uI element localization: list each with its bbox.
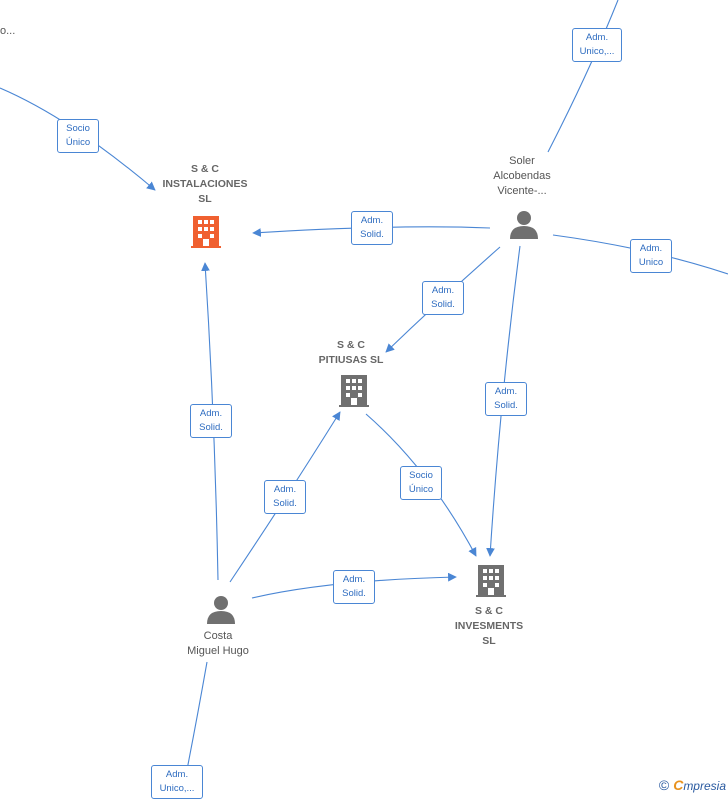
edge-label-costa-bottom[interactable]: Adm. Unico,... (151, 765, 203, 799)
edge-label-line: Socio (66, 123, 90, 134)
edge-label-soler-pitiusas[interactable]: Adm. Solid. (422, 281, 464, 315)
truncated-node-label: o... (0, 25, 16, 37)
edge-label-soler-instalaciones[interactable]: Adm. Solid. (351, 211, 393, 245)
edge-label-line: Socio (409, 470, 433, 481)
edge-label-line: Solid. (199, 422, 223, 433)
edge-label-line: Adm. (585, 32, 609, 43)
edge-label-line: Adm. (273, 484, 297, 495)
node-label-line: Alcobendas (493, 170, 551, 182)
node-label-line: INVESMENTS (454, 620, 524, 632)
footer-brand: © Cmpresia (659, 777, 726, 793)
company-label-pitiusas[interactable]: S & C PITIUSAS SL (296, 338, 406, 368)
edge-label-line: Adm. (165, 769, 189, 780)
edge-label-line: Único (408, 484, 434, 495)
edge-label-line: Adm. (639, 243, 663, 254)
node-label-line: S & C (336, 339, 365, 351)
edge-label-line: Unico,... (579, 46, 615, 57)
edge-label-line: Adm. (199, 408, 223, 419)
building-icon-instalaciones (191, 216, 221, 248)
node-label-line: PITIUSAS SL (318, 354, 384, 366)
edge-label-costa-instalaciones[interactable]: Adm. Solid. (190, 404, 232, 438)
node-label-line: S & C (190, 163, 219, 175)
edge-label-line: Unico (638, 257, 664, 268)
brand-logo: Cmpresia (673, 777, 726, 793)
edge-label-soler-right[interactable]: Adm. Unico (630, 239, 672, 273)
person-icon-costa (207, 596, 235, 624)
copyright-icon: © (658, 777, 670, 793)
edge-label-costa-pitiusas[interactable]: Adm. Solid. (264, 480, 306, 514)
node-label-line: Costa (203, 630, 233, 642)
edge-label-line: Solid. (494, 400, 518, 411)
building-icon-pitiusas (339, 375, 369, 407)
edge-label-line: Unico,... (159, 783, 195, 794)
node-label-line: INSTALACIONES (162, 178, 248, 190)
edge-label-line: Solid. (273, 498, 297, 509)
edge-label-line: Adm. (360, 215, 384, 226)
edge-label-line: Único (65, 137, 91, 148)
node-label-line: S & C (474, 605, 503, 617)
company-label-instalaciones[interactable]: S & C INSTALACIONES SL (140, 162, 270, 207)
person-icon-soler (510, 211, 538, 239)
edge-label-line: Solid. (342, 588, 366, 599)
edge-label-line: Adm. (494, 386, 518, 397)
building-icon-invesments (476, 565, 506, 597)
edge-label-soler-invesments[interactable]: Adm. Solid. (485, 382, 527, 416)
node-label-line: Soler (509, 155, 535, 167)
edge-label-soler-top[interactable]: Adm. Unico,... (572, 28, 622, 62)
node-label-line: Vicente-... (497, 185, 547, 197)
edge-label-costa-invesments[interactable]: Adm. Solid. (333, 570, 375, 604)
node-label-line: Miguel Hugo (187, 645, 249, 657)
edge-label-line: Adm. (431, 285, 455, 296)
edge-label-line: Solid. (431, 299, 455, 310)
company-label-invesments[interactable]: S & C INVESMENTS SL (439, 604, 539, 649)
edge-label-line: Solid. (360, 229, 384, 240)
edge-soler-top (547, 0, 619, 153)
edge-label-line: Adm. (342, 574, 366, 585)
node-label-line: SL (198, 193, 212, 205)
node-label-line: SL (482, 635, 496, 647)
